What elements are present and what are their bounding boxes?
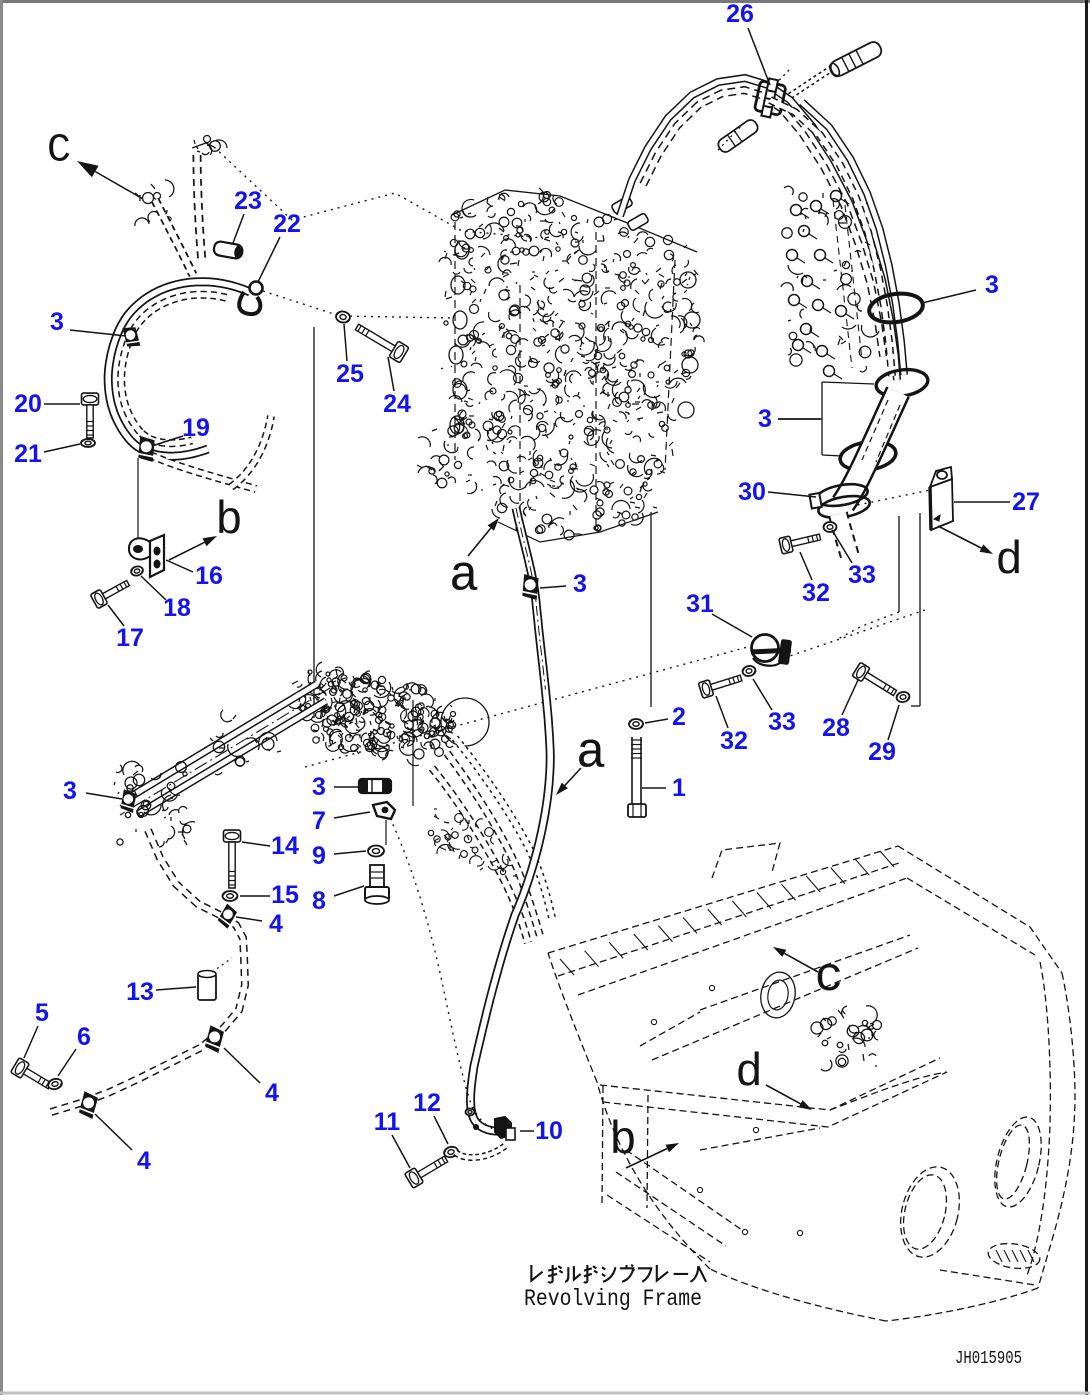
svg-text:25: 25 — [336, 360, 364, 388]
svg-text:3: 3 — [758, 405, 772, 433]
svg-text:33: 33 — [768, 708, 796, 736]
svg-text:4: 4 — [137, 1147, 151, 1175]
svg-text:a: a — [449, 549, 479, 606]
svg-text:4: 4 — [265, 1079, 279, 1107]
svg-text:13: 13 — [126, 978, 154, 1006]
svg-text:3: 3 — [985, 271, 999, 299]
svg-text:18: 18 — [163, 594, 191, 622]
svg-text:12: 12 — [413, 1089, 441, 1117]
svg-text:31: 31 — [686, 590, 714, 618]
svg-text:3: 3 — [50, 308, 64, 336]
svg-text:30: 30 — [738, 478, 766, 506]
svg-text:14: 14 — [271, 832, 299, 860]
svg-text:10: 10 — [535, 1117, 563, 1145]
svg-text:b: b — [609, 1115, 637, 1167]
svg-text:22: 22 — [273, 210, 301, 238]
svg-text:9: 9 — [312, 842, 326, 870]
svg-text:16: 16 — [195, 562, 223, 590]
svg-text:b: b — [215, 495, 243, 547]
svg-text:21: 21 — [14, 440, 42, 468]
svg-text:32: 32 — [720, 727, 748, 755]
svg-text:3: 3 — [63, 777, 77, 805]
svg-text:1: 1 — [672, 774, 686, 802]
svg-text:33: 33 — [848, 561, 876, 589]
svg-text:27: 27 — [1012, 488, 1040, 516]
svg-text:2: 2 — [672, 703, 686, 731]
svg-text:32: 32 — [802, 579, 830, 607]
svg-text:a: a — [576, 726, 606, 783]
svg-text:23: 23 — [234, 187, 262, 215]
svg-text:d: d — [995, 535, 1023, 587]
svg-text:20: 20 — [14, 390, 42, 418]
svg-text:3: 3 — [312, 773, 326, 801]
svg-text:JH015905: JH015905 — [955, 1349, 1022, 1369]
svg-text:11: 11 — [374, 1108, 401, 1136]
svg-text:3: 3 — [573, 570, 587, 598]
svg-text:5: 5 — [35, 999, 49, 1027]
svg-text:c: c — [815, 951, 844, 1005]
svg-text:Revolving Frame: Revolving Frame — [524, 1286, 702, 1312]
svg-text:24: 24 — [383, 390, 411, 418]
svg-text:15: 15 — [271, 881, 299, 909]
svg-text:6: 6 — [77, 1023, 91, 1051]
svg-text:4: 4 — [269, 910, 283, 938]
svg-text:C: C — [47, 129, 71, 174]
svg-text:d: d — [735, 1047, 763, 1099]
svg-text:8: 8 — [312, 887, 326, 915]
svg-text:26: 26 — [726, 0, 754, 28]
svg-text:17: 17 — [116, 624, 144, 652]
svg-text:7: 7 — [312, 807, 326, 835]
svg-text:29: 29 — [868, 738, 896, 766]
svg-text:28: 28 — [822, 714, 850, 742]
svg-text:19: 19 — [182, 414, 210, 442]
